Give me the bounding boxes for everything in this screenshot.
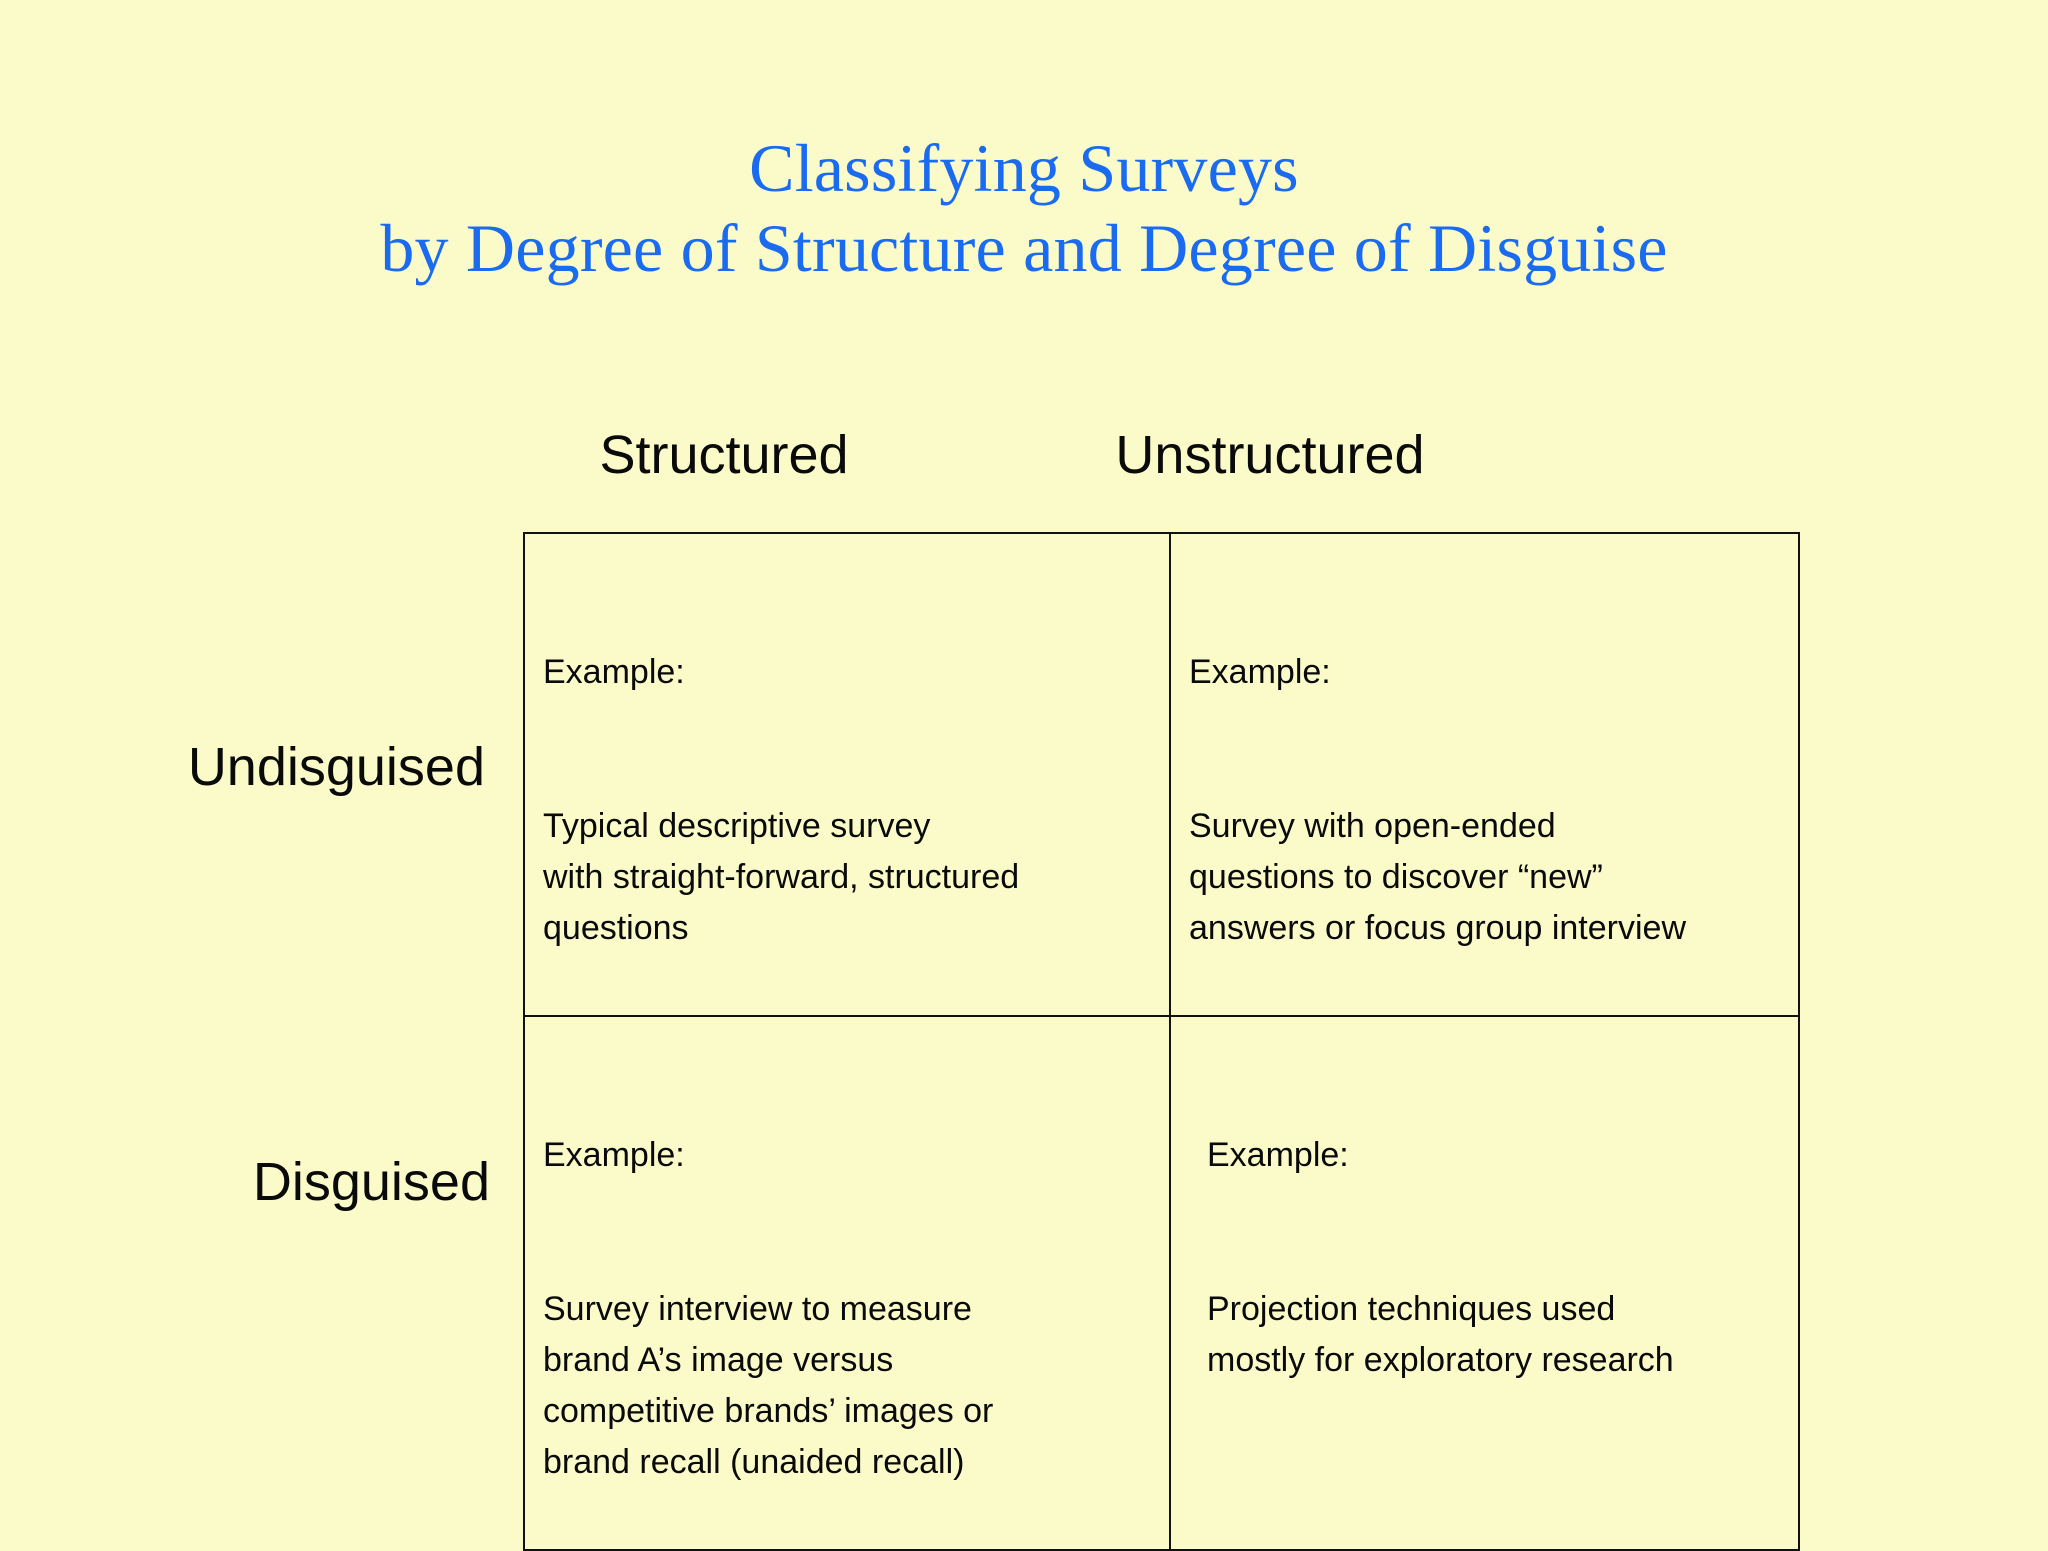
table-row: Example: Survey interview to measure bra… — [523, 1015, 1800, 1551]
cell-undisguised-unstructured: Example: Survey with open-ended question… — [1169, 532, 1800, 1017]
row-label-disguised: Disguised — [252, 1152, 490, 1212]
cell-disguised-structured: Example: Survey interview to measure bra… — [523, 1015, 1171, 1551]
cell-body-text: Survey with open-ended questions to disc… — [1189, 807, 1687, 947]
cell-example-label: Example: — [543, 653, 685, 691]
page-title: Classifying Surveys by Degree of Structu… — [0, 128, 2048, 288]
cell-disguised-unstructured: Example: Projection techniques used most… — [1169, 1015, 1800, 1551]
cell-example-label: Example: — [1189, 653, 1331, 691]
cell-body-text: Typical descriptive survey with straight… — [543, 807, 1020, 947]
title-line-1: Classifying Surveys — [749, 130, 1299, 206]
table-row: Example: Typical descriptive survey with… — [523, 532, 1800, 1017]
row-label-undisguised: Undisguised — [187, 737, 485, 797]
cell-undisguised-structured: Example: Typical descriptive survey with… — [523, 532, 1171, 1017]
title-line-2: by Degree of Structure and Degree of Dis… — [380, 210, 1668, 287]
cell-example-label: Example: — [543, 1136, 685, 1174]
cell-body-text: Survey interview to measure brand A’s im… — [543, 1290, 994, 1481]
matrix-table: Example: Typical descriptive survey with… — [523, 532, 1800, 1551]
cell-body-text: Projection techniques used mostly for ex… — [1207, 1290, 1674, 1379]
cell-example-label: Example: — [1207, 1136, 1349, 1174]
column-header-structured: Structured — [599, 425, 849, 485]
column-header-unstructured: Unstructured — [1115, 425, 1425, 485]
